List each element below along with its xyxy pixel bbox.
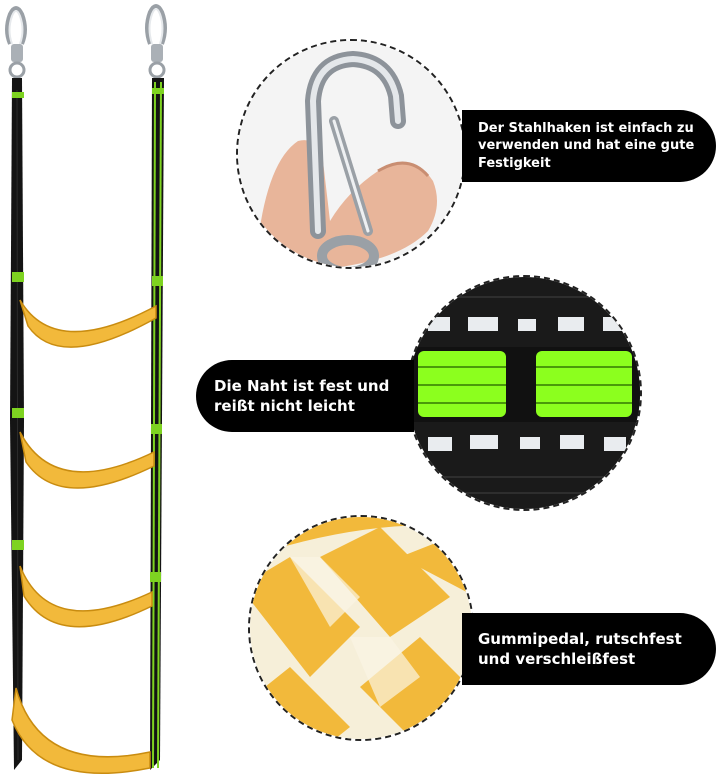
rubber-pedal-texture	[250, 517, 472, 739]
pedal-detail-circle	[248, 515, 474, 741]
pedal-callout-line2: und verschleißfest	[478, 650, 636, 668]
left-strap	[10, 78, 24, 770]
ladder-rungs	[11, 299, 157, 774]
seam-callout: Die Naht ist fest und reißt nicht leicht	[196, 360, 414, 432]
hook-callout-line1: Der Stahlhaken ist einfach zu	[478, 120, 694, 136]
pedal-callout-line1: Gummipedal, rutschfest	[478, 629, 682, 648]
right-carabiner-icon	[145, 4, 167, 79]
hook-callout-line2: verwenden und hat eine gute	[478, 138, 695, 154]
pedal-callout: Gummipedal, rutschfest und verschleißfes…	[462, 613, 716, 685]
hook-detail-circle	[236, 39, 466, 269]
seam-callout-line2: reißt nicht leicht	[214, 397, 355, 415]
seam-callout-line1: Die Naht ist fest und	[214, 376, 390, 395]
carabiner-hook-icon	[238, 41, 464, 267]
seam-detail-circle	[406, 275, 642, 511]
green-stitch-detail	[408, 277, 640, 509]
rope-ladder-image	[5, 4, 167, 774]
stitch-marks	[12, 88, 164, 582]
hook-callout: Der Stahlhaken ist einfach zu verwenden …	[462, 110, 716, 182]
left-carabiner-icon	[5, 6, 27, 79]
hook-callout-line3: Festigkeit	[478, 155, 551, 171]
